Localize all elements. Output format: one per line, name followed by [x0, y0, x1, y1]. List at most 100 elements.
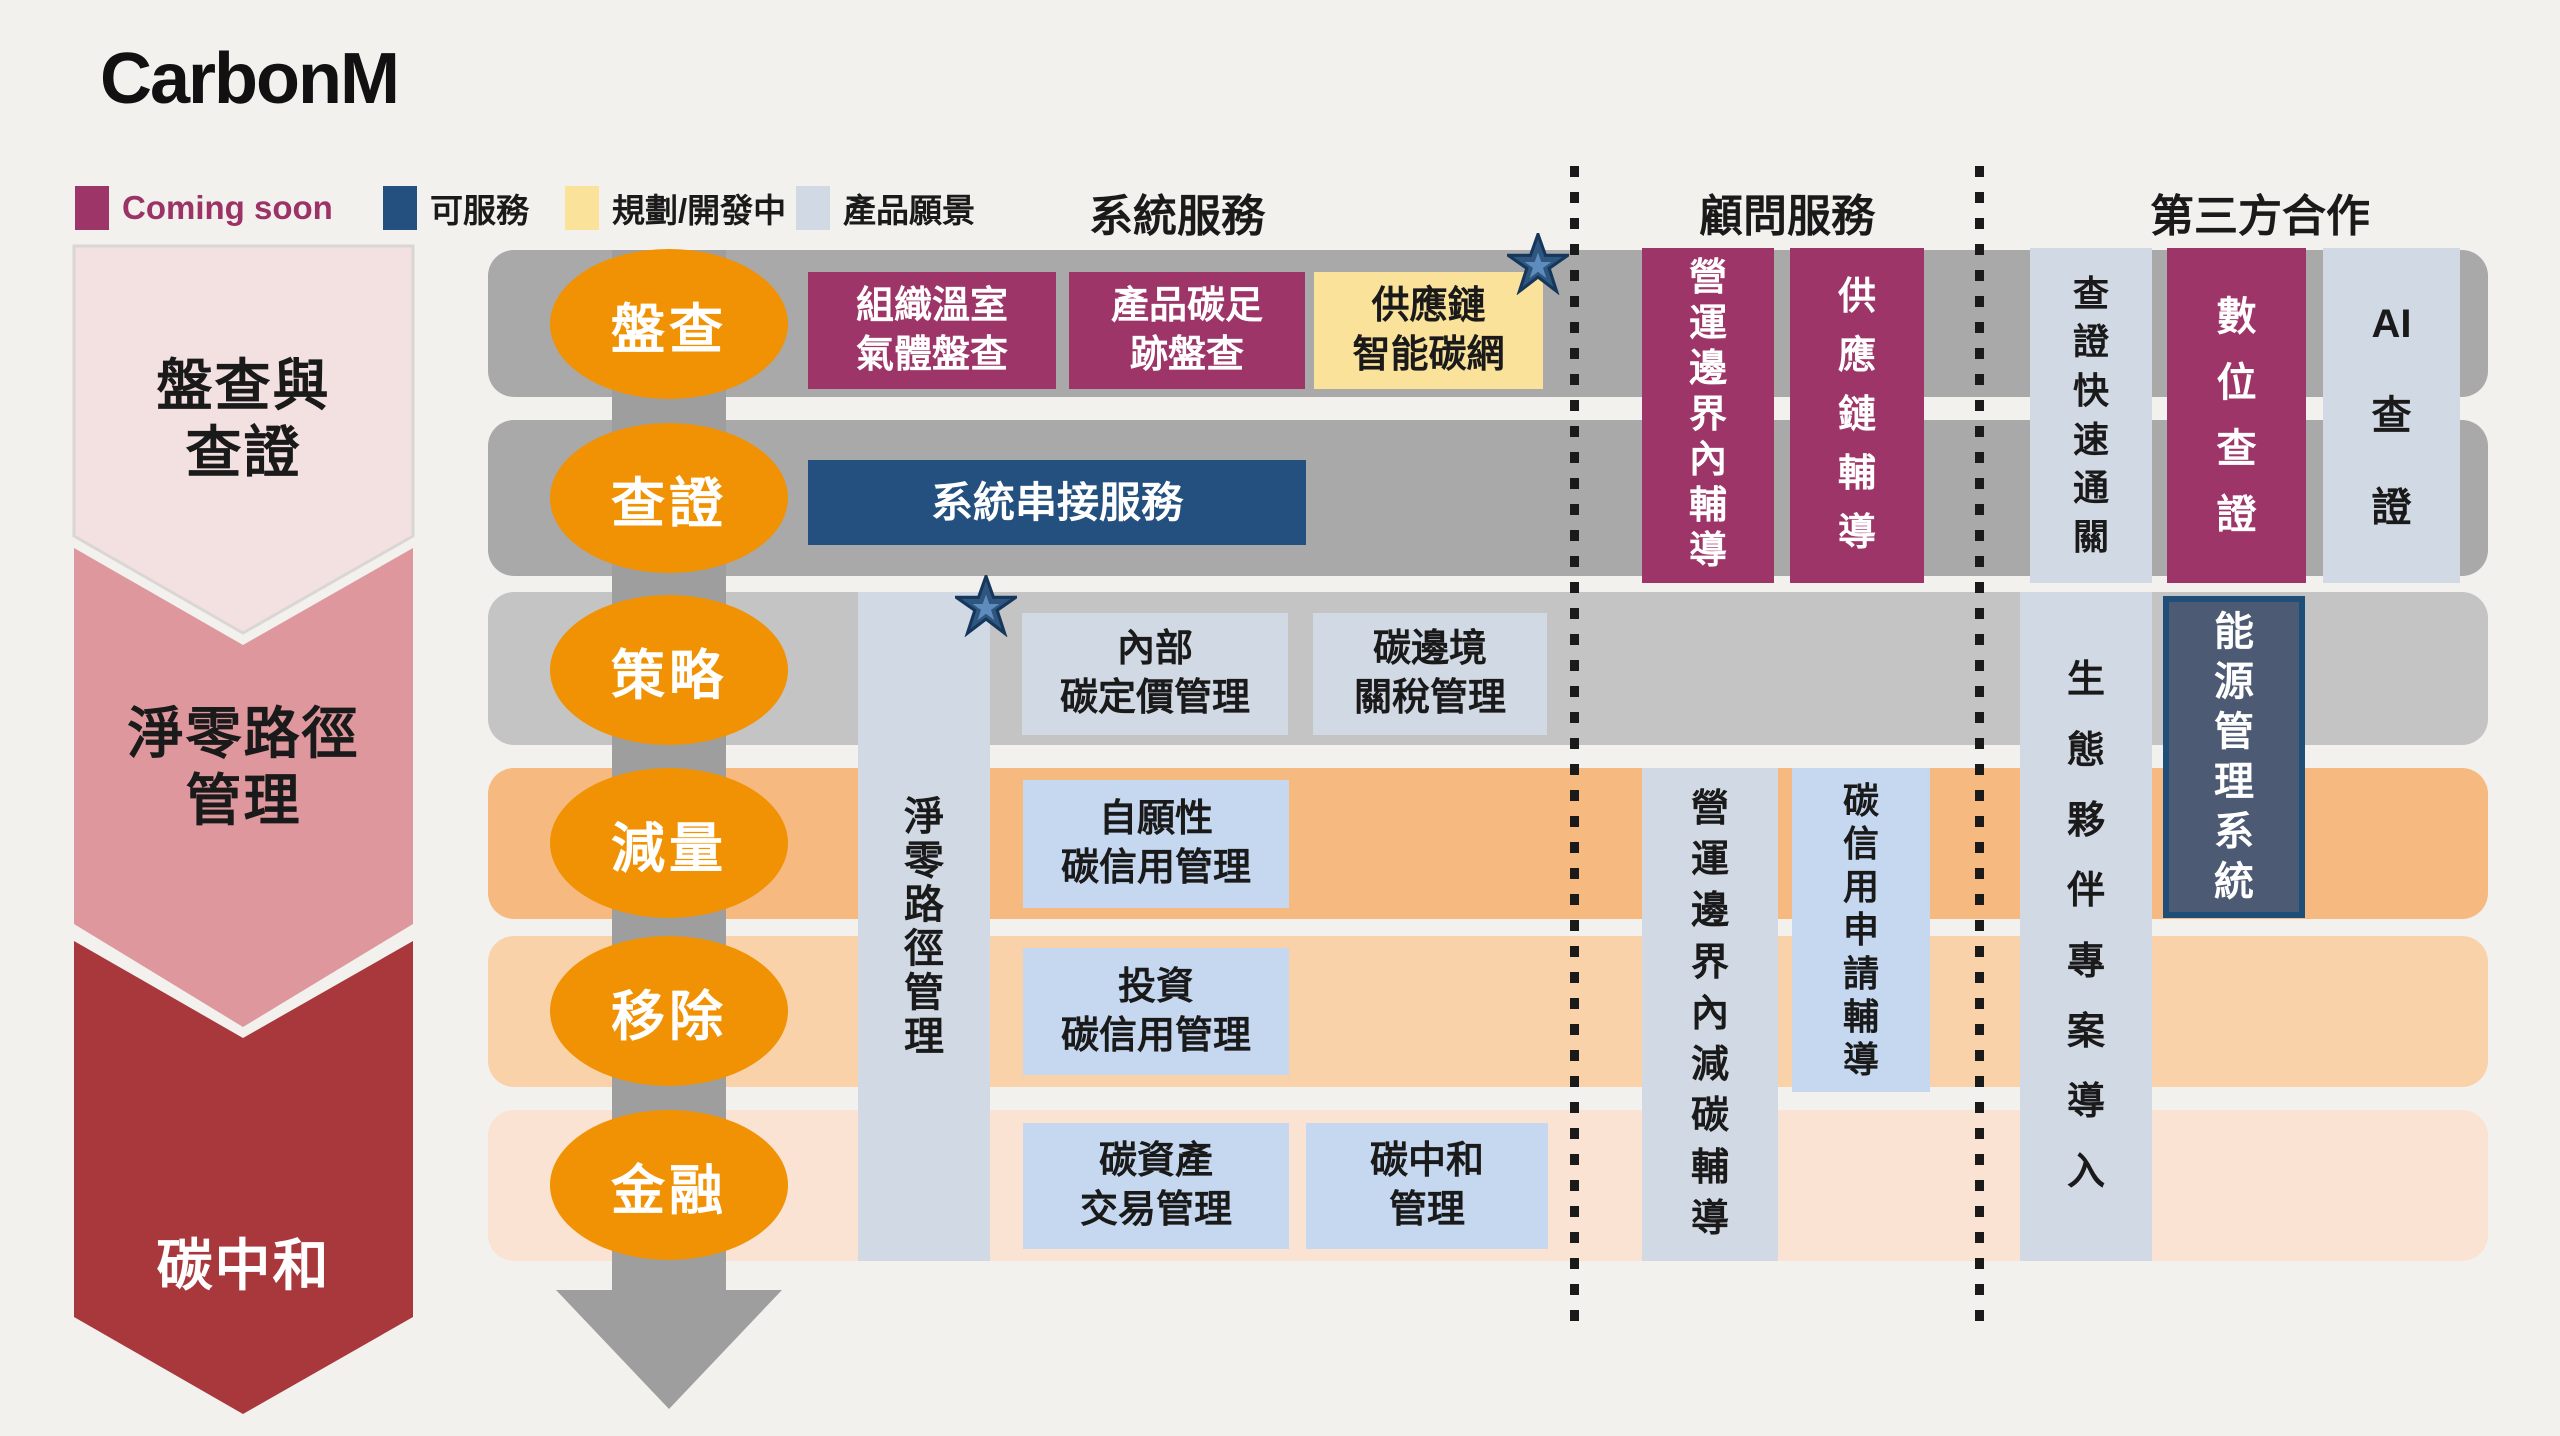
service-label-line: 導: [1688, 530, 1727, 573]
legend-swatch-coming-soon: [75, 186, 109, 230]
app-logo: CarbonM: [100, 39, 400, 119]
service-label-line: 導: [2066, 1081, 2105, 1124]
service-label-line: 運: [1688, 302, 1727, 345]
service-label-line: 理: [904, 1014, 944, 1059]
service-label-line: 關稅管理: [1353, 677, 1506, 719]
service-label-line: 碳信用管理: [1060, 847, 1251, 889]
service-label-line: 信: [1842, 823, 1879, 865]
service-system-integration: 系統串接服務: [808, 460, 1306, 545]
service-label-line: 位: [2216, 360, 2257, 405]
flow-step-finance: 金融: [550, 1110, 788, 1260]
service-energy-mgmt-system: 能源管理系統: [2163, 596, 2305, 918]
service-label-line: 路: [904, 882, 944, 927]
legend-item-available: 可服務: [383, 184, 529, 232]
service-label-line: 零: [904, 838, 944, 883]
service-label-line: 供應鏈: [1371, 284, 1486, 327]
stage-chevron-carbon-neutrality: [74, 941, 413, 1414]
band-row-4: [488, 768, 2488, 919]
stage-label-line: 查證: [185, 421, 302, 485]
service-label-line: 系統串接服務: [930, 478, 1183, 526]
service-label-line: 數: [2216, 294, 2257, 339]
legend-item-coming-soon: Coming soon: [75, 184, 333, 232]
service-label-line: 產品碳足: [1110, 284, 1263, 327]
service-label-line: 輔: [1842, 995, 1879, 1037]
service-label-line: 投資: [1117, 965, 1194, 1008]
service-label-line: 專: [2066, 940, 2105, 983]
service-carbon-credit-application-coaching: 碳信用申請輔導: [1792, 768, 1930, 1092]
service-label-line: 導: [1837, 511, 1876, 554]
service-label-line: 徑: [904, 926, 944, 971]
band-row-5: [488, 936, 2488, 1087]
legend-item-vision: 產品願景: [796, 184, 975, 232]
star-icon-supply-chain-smart-carbon-net: [1507, 233, 1569, 295]
flow-step-strategy: 策略: [550, 595, 788, 745]
star-icon-net-zero-pathway-mgmt: [955, 575, 1017, 637]
service-investment-carbon-credit-mgmt: 投資碳信用管理: [1023, 948, 1289, 1075]
service-product-carbon-footprint: 產品碳足跡盤查: [1069, 272, 1305, 389]
service-supply-chain-smart-carbon-net: 供應鏈智能碳網: [1314, 272, 1543, 389]
arrow-head-icon: [556, 1290, 782, 1409]
service-label-line: 碳信用管理: [1060, 1014, 1251, 1057]
legend-label: 規劃/開發中: [612, 192, 787, 229]
service-label-line: 淨: [904, 794, 944, 839]
stage-chevron-inventory-and-verification: [72, 244, 415, 635]
service-label-line: 供: [1837, 276, 1876, 319]
legend-swatch-vision: [796, 186, 830, 230]
service-label-line: 證: [2072, 321, 2109, 363]
service-digital-verification: 數位查證: [2167, 248, 2306, 583]
service-label-line: 管: [2214, 710, 2254, 754]
service-label-line: 查: [2072, 272, 2109, 314]
service-label-line: 導: [1690, 1198, 1729, 1241]
service-verification-fast-track: 查證快速通關: [2030, 248, 2152, 583]
service-supply-chain-coaching: 供應鏈輔導: [1790, 248, 1924, 583]
service-label-line: 請: [1842, 952, 1879, 994]
service-label-line: 碳中和: [1369, 1140, 1484, 1183]
service-carbon-border-tariff-mgmt: 碳邊境關稅管理: [1313, 613, 1547, 735]
service-label-line: 速: [2072, 418, 2109, 460]
service-label-line: 案: [2066, 1010, 2105, 1053]
service-label-line: 入: [2066, 1151, 2105, 1194]
stage-label-line: 盤查與: [156, 354, 331, 417]
stage-label-carbon-neutrality: 碳中和: [74, 1232, 413, 1299]
legend-label: 可服務: [430, 192, 529, 229]
column-header-third-party: 第三方合作: [2150, 192, 2370, 241]
service-label-line: 碳: [1842, 779, 1879, 821]
service-label-line: 申: [1842, 909, 1879, 951]
service-label-line: 輔: [1837, 452, 1876, 495]
service-label-line: 碳定價管理: [1059, 677, 1250, 719]
service-label-line: 用: [1842, 866, 1879, 908]
flow-step-verification: 查證: [550, 423, 788, 573]
service-label-line: 關: [2072, 515, 2109, 557]
service-label-line: 輔: [1690, 1146, 1729, 1189]
service-label-line: 管理: [1388, 1189, 1465, 1231]
service-label-line: 碳邊境: [1372, 628, 1487, 671]
dotted-separator-2: [1975, 166, 1984, 1332]
legend-label: 產品願景: [843, 192, 975, 229]
stage-label-line: 碳中和: [156, 1234, 331, 1297]
flow-step-inventory: 盤查: [550, 249, 788, 399]
flow-step-removal: 移除: [550, 936, 788, 1086]
column-header-system: 系統服務: [1089, 192, 1265, 241]
service-operational-boundary-reduction-coaching: 營運邊界內減碳輔導: [1642, 768, 1778, 1261]
stage-label-net-zero-pathway: 淨零路徑管理: [74, 700, 413, 834]
legend-label: Coming soon: [122, 189, 333, 226]
service-label-line: 減: [1690, 1044, 1729, 1087]
service-operational-boundary-coaching: 營運邊界內輔導: [1642, 248, 1774, 583]
service-label-line: 邊: [1688, 348, 1727, 391]
legend-swatch-in-dev: [565, 186, 599, 230]
service-label-line: 統: [2214, 860, 2254, 904]
service-label-line: 營: [1688, 256, 1727, 299]
service-label-line: 鏈: [1837, 394, 1876, 437]
dotted-separator-1: [1570, 166, 1579, 1332]
stage-label-line: 淨零路徑: [127, 702, 360, 765]
legend-item-in-dev: 規劃/開發中: [565, 184, 786, 232]
service-label-line: 系: [2214, 810, 2254, 854]
service-label-line: 界: [1688, 393, 1727, 436]
service-org-ghg-inventory: 組織溫室氣體盤查: [808, 272, 1056, 389]
service-label-line: 內: [1690, 992, 1729, 1035]
service-label-line: 查: [2371, 393, 2412, 438]
stage-label-inventory-and-verification: 盤查與查證: [74, 352, 413, 486]
service-label-line: 輔: [1688, 484, 1727, 527]
service-voluntary-carbon-credit-mgmt: 自願性碳信用管理: [1023, 780, 1289, 908]
